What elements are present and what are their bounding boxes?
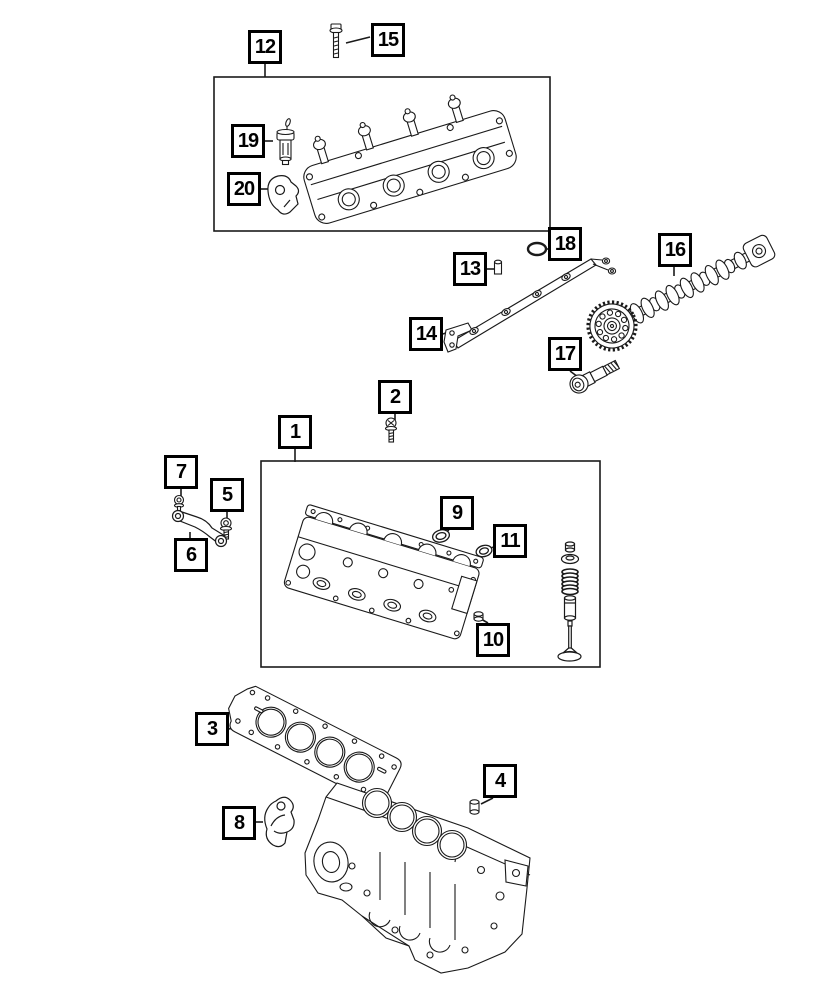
screw-5-drawing [219, 517, 233, 540]
callout-1[interactable]: 1 [278, 415, 312, 449]
callout-7[interactable]: 7 [164, 455, 198, 489]
callout-18[interactable]: 18 [548, 227, 582, 261]
dowel-4-drawing [469, 799, 480, 815]
callout-17[interactable]: 17 [548, 337, 582, 371]
screw-7-drawing [173, 494, 185, 512]
cylinder-head-drawing [283, 504, 484, 640]
callout-14[interactable]: 14 [409, 317, 443, 351]
callout-12[interactable]: 12 [248, 30, 282, 64]
bracket-6-drawing [171, 509, 228, 548]
callout-6[interactable]: 6 [174, 538, 208, 572]
camshaft-bolt-drawing [569, 359, 621, 394]
callout-13[interactable]: 13 [453, 252, 487, 286]
callout-20[interactable]: 20 [227, 172, 261, 206]
o-ring-drawing [526, 241, 548, 257]
callout-11[interactable]: 11 [493, 524, 527, 558]
bracket-20-drawing [267, 175, 300, 215]
cap-10-drawing [473, 611, 484, 622]
valve-cover-drawing [303, 94, 517, 224]
valve-assembly-drawing [557, 541, 582, 662]
callout-2[interactable]: 2 [378, 380, 412, 414]
bracket-8-drawing [264, 796, 295, 848]
engine-block-drawing [304, 782, 531, 974]
seal-11-drawing [475, 544, 493, 558]
callout-15[interactable]: 15 [371, 23, 405, 57]
callout-10[interactable]: 10 [476, 623, 510, 657]
cylinder-head-group-box [260, 460, 601, 668]
pcv-valve-drawing [276, 118, 295, 166]
bolt-2-drawing [384, 417, 398, 443]
callout-3[interactable]: 3 [195, 712, 229, 746]
callout-8[interactable]: 8 [222, 806, 256, 840]
callout-9[interactable]: 9 [440, 496, 474, 530]
seal-9-drawing [431, 529, 451, 543]
valve-cover-group-box [213, 76, 551, 232]
callout-16[interactable]: 16 [658, 233, 692, 267]
dowel-13-drawing [493, 259, 503, 275]
bolt-15-drawing [329, 23, 343, 59]
gasket-rail-drawing [443, 257, 617, 353]
head-gasket-drawing [228, 685, 402, 805]
camshaft-drawing [586, 234, 776, 352]
callout-19[interactable]: 19 [231, 124, 265, 158]
callout-4[interactable]: 4 [483, 764, 517, 798]
callout-5[interactable]: 5 [210, 478, 244, 512]
